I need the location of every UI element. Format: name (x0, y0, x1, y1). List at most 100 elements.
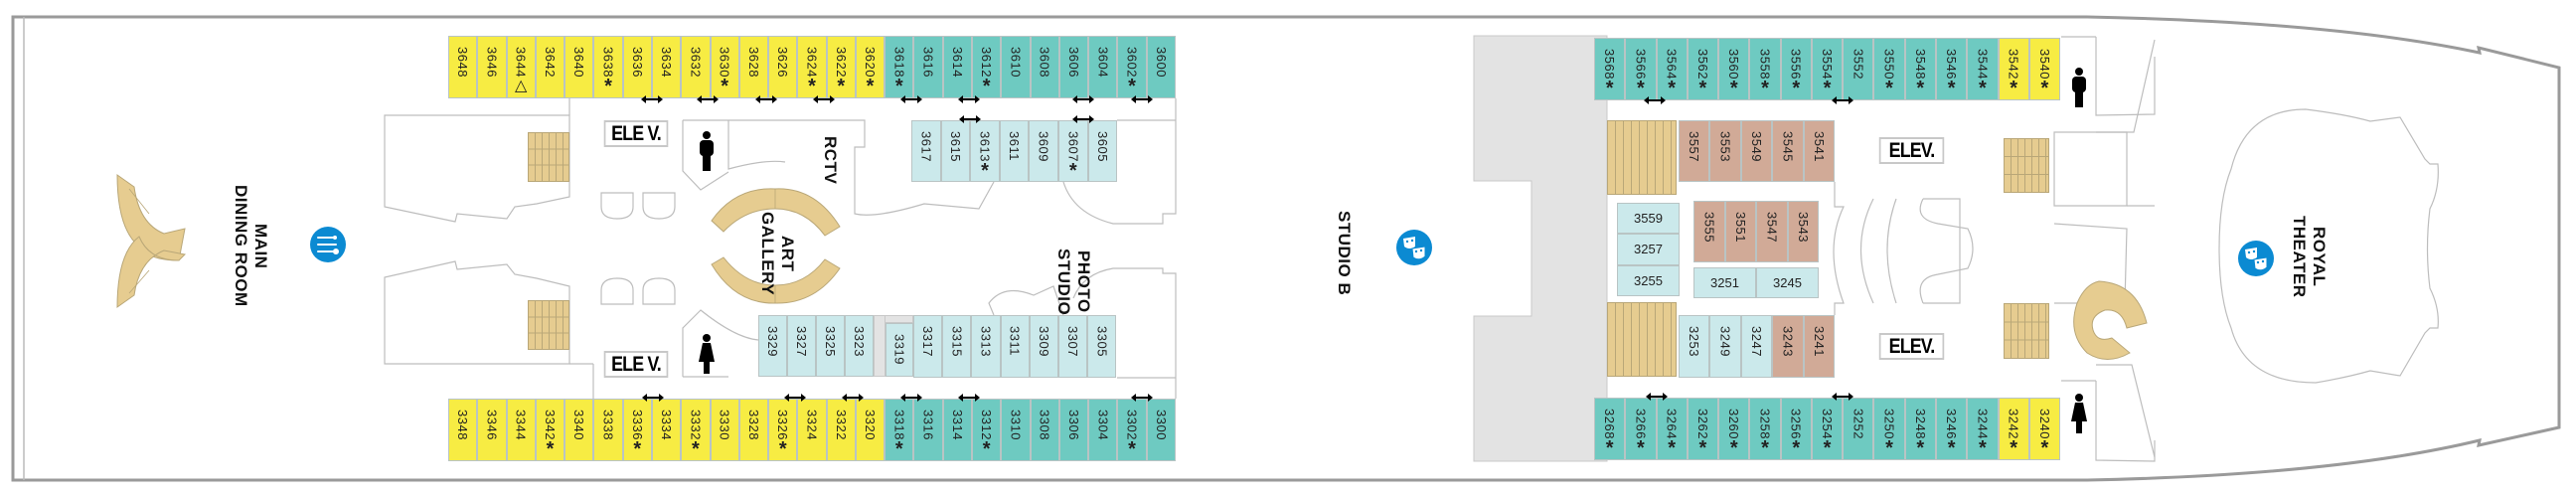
cabin-3308[interactable]: 3308 (1030, 399, 1059, 461)
cabin-3558[interactable]: 3558* (1749, 38, 1781, 100)
theater-masks-icon[interactable] (2237, 240, 2275, 277)
cabin-3546[interactable]: 3546* (1935, 38, 1968, 100)
cabin-3543[interactable]: 3543 (1787, 201, 1819, 262)
cabin-3243[interactable]: 3243 (1772, 315, 1804, 378)
cabin-3323[interactable]: 3323 (845, 315, 874, 377)
cabin-3314[interactable]: 3314 (942, 399, 973, 461)
cabin-3318[interactable]: 3318* (885, 399, 914, 461)
cabin-3600[interactable]: 3600 (1146, 36, 1176, 98)
cabin-3551[interactable]: 3551 (1724, 201, 1756, 262)
cabin-3320[interactable]: 3320 (855, 399, 886, 461)
cabin-3605[interactable]: 3605 (1087, 120, 1118, 182)
cabin-3638[interactable]: 3638* (593, 36, 623, 98)
cabin-3306[interactable]: 3306 (1058, 399, 1089, 461)
cabin-3608[interactable]: 3608 (1030, 36, 1059, 98)
cabin-3548[interactable]: 3548* (1904, 38, 1936, 100)
cabin-3319[interactable]: 3319 (886, 323, 913, 377)
cabin-3644[interactable]: 3644△ (506, 36, 536, 98)
cabin-3634[interactable]: 3634 (651, 36, 682, 98)
cabin-3340[interactable]: 3340 (564, 399, 594, 461)
cabin-3566[interactable]: 3566* (1625, 38, 1657, 100)
cabin-3618[interactable]: 3618* (885, 36, 914, 98)
cabin-3541[interactable]: 3541 (1803, 120, 1835, 182)
cabin-3264[interactable]: 3264* (1656, 398, 1688, 460)
royal-theater-label[interactable]: ROYAL THEATER (2289, 216, 2329, 298)
studio-b-label[interactable]: STUDIO B (1335, 211, 1354, 296)
cabin-3304[interactable]: 3304 (1088, 399, 1118, 461)
cabin-3253[interactable]: 3253 (1679, 315, 1710, 378)
cabin-3628[interactable]: 3628 (738, 36, 769, 98)
cabin-3616[interactable]: 3616 (913, 36, 943, 98)
cabin-3245[interactable]: 3245 (1756, 267, 1819, 298)
rctv-label[interactable]: RCTV (821, 136, 840, 185)
cabin-3549[interactable]: 3549 (1740, 120, 1773, 182)
cabin-3244[interactable]: 3244* (1967, 398, 1999, 460)
cabin-3611[interactable]: 3611 (999, 120, 1030, 182)
cabin-3560[interactable]: 3560* (1718, 38, 1750, 100)
cabin-3241[interactable]: 3241 (1803, 315, 1835, 378)
cabin-3544[interactable]: 3544* (1967, 38, 1999, 100)
cabin-3260[interactable]: 3260* (1718, 398, 1750, 460)
cabin-3607[interactable]: 3607* (1058, 120, 1088, 182)
cabin-3609[interactable]: 3609 (1029, 120, 1058, 182)
cabin-3562[interactable]: 3562* (1687, 38, 1719, 100)
cabin-3311[interactable]: 3311 (1000, 315, 1030, 378)
cabin-3254[interactable]: 3254* (1811, 398, 1844, 460)
cabin-3630[interactable]: 3630* (710, 36, 739, 98)
cabin-3302[interactable]: 3302* (1117, 399, 1147, 461)
cabin-3313[interactable]: 3313 (971, 315, 1001, 378)
cabin-3348[interactable]: 3348 (448, 399, 478, 461)
cabin-3640[interactable]: 3640 (564, 36, 594, 98)
cabin-3568[interactable]: 3568* (1594, 38, 1626, 100)
cabin-3248[interactable]: 3248* (1904, 398, 1936, 460)
cabin-3346[interactable]: 3346 (477, 399, 507, 461)
cabin-3615[interactable]: 3615 (940, 120, 971, 182)
cabin-3342[interactable]: 3342* (535, 399, 565, 461)
cabin-3626[interactable]: 3626 (768, 36, 798, 98)
cabin-3604[interactable]: 3604 (1088, 36, 1118, 98)
cabin-3310[interactable]: 3310 (1001, 399, 1031, 461)
cabin-3317[interactable]: 3317 (913, 315, 943, 378)
cabin-3257[interactable]: 3257 (1617, 234, 1680, 265)
cabin-3251[interactable]: 3251 (1693, 267, 1756, 298)
cabin-3606[interactable]: 3606 (1058, 36, 1089, 98)
theater-masks-icon[interactable] (1395, 229, 1433, 266)
cabin-3553[interactable]: 3553 (1709, 120, 1741, 182)
cabin-3255[interactable]: 3255 (1617, 264, 1680, 296)
cabin-3300[interactable]: 3300 (1146, 399, 1176, 461)
cabin-3249[interactable]: 3249 (1709, 315, 1741, 378)
cabin-3632[interactable]: 3632 (681, 36, 711, 98)
cabin-3545[interactable]: 3545 (1772, 120, 1804, 182)
cabin-3252[interactable]: 3252 (1843, 398, 1874, 460)
cabin-3648[interactable]: 3648 (448, 36, 478, 98)
cabin-3326[interactable]: 3326* (768, 399, 798, 461)
cabin-3327[interactable]: 3327 (787, 315, 816, 377)
cabin-3315[interactable]: 3315 (942, 315, 972, 378)
cabin-3268[interactable]: 3268* (1594, 398, 1626, 460)
cabin-3332[interactable]: 3332* (681, 399, 711, 461)
cabin-3559[interactable]: 3559 (1617, 203, 1680, 235)
cabin-3305[interactable]: 3305 (1087, 315, 1117, 378)
cabin-3250[interactable]: 3250* (1873, 398, 1905, 460)
cabin-3312[interactable]: 3312* (972, 399, 1002, 461)
cabin-3316[interactable]: 3316 (913, 399, 943, 461)
cabin-3266[interactable]: 3266* (1625, 398, 1657, 460)
cabin-3336[interactable]: 3336* (622, 399, 652, 461)
cabin-3344[interactable]: 3344 (506, 399, 536, 461)
cabin-3258[interactable]: 3258* (1749, 398, 1781, 460)
cabin-3338[interactable]: 3338 (593, 399, 623, 461)
cabin-3617[interactable]: 3617 (911, 120, 941, 182)
main-dining-room-label[interactable]: MAIN DINING ROOM (231, 185, 270, 307)
cabin-3557[interactable]: 3557 (1679, 120, 1710, 182)
cabin-3262[interactable]: 3262* (1687, 398, 1719, 460)
cabin-3322[interactable]: 3322 (826, 399, 856, 461)
cabin-3612[interactable]: 3612* (972, 36, 1002, 98)
cabin-3636[interactable]: 3636 (622, 36, 652, 98)
cabin-3330[interactable]: 3330 (710, 399, 739, 461)
cabin-3309[interactable]: 3309 (1029, 315, 1058, 378)
cabin-3325[interactable]: 3325 (816, 315, 845, 377)
cabin-3642[interactable]: 3642 (535, 36, 565, 98)
cabin-3646[interactable]: 3646 (477, 36, 507, 98)
art-gallery-label[interactable]: ART GALLERY (757, 212, 797, 295)
cabin-3552[interactable]: 3552 (1843, 38, 1874, 100)
